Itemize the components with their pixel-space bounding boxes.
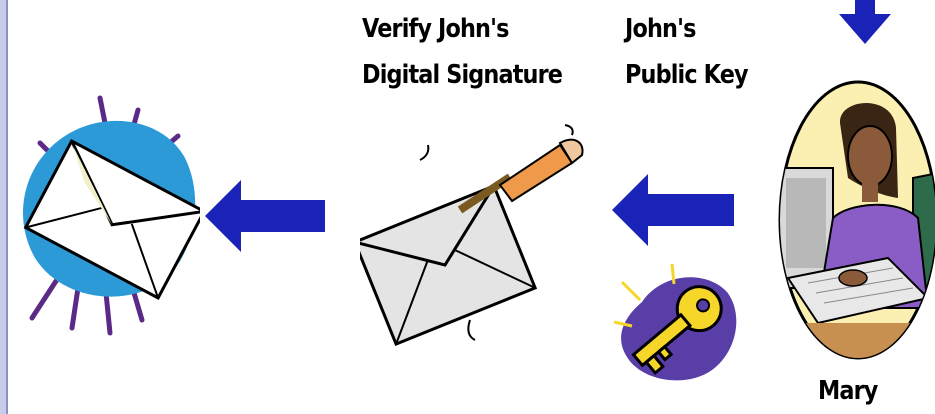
left-frame-border: [0, 0, 8, 414]
key-label-line1: John's: [625, 6, 748, 52]
mary-label: Mary: [818, 368, 878, 414]
signed-envelope-icon: [360, 115, 590, 350]
email-burst-icon: [10, 88, 200, 338]
arrow-down-icon: [835, 0, 895, 46]
verify-label-line2: Digital Signature: [362, 52, 562, 98]
mary-portrait-icon: [778, 78, 935, 368]
arrow-left-icon: [205, 178, 330, 254]
verify-signature-label: Verify John's Digital Signature: [362, 6, 562, 98]
arrow-left-icon: [612, 172, 737, 248]
key-label-line2: Public Key: [625, 52, 748, 98]
golden-key-icon: [612, 262, 747, 392]
public-key-label: John's Public Key: [625, 6, 748, 98]
verify-label-line1: Verify John's: [362, 6, 562, 52]
